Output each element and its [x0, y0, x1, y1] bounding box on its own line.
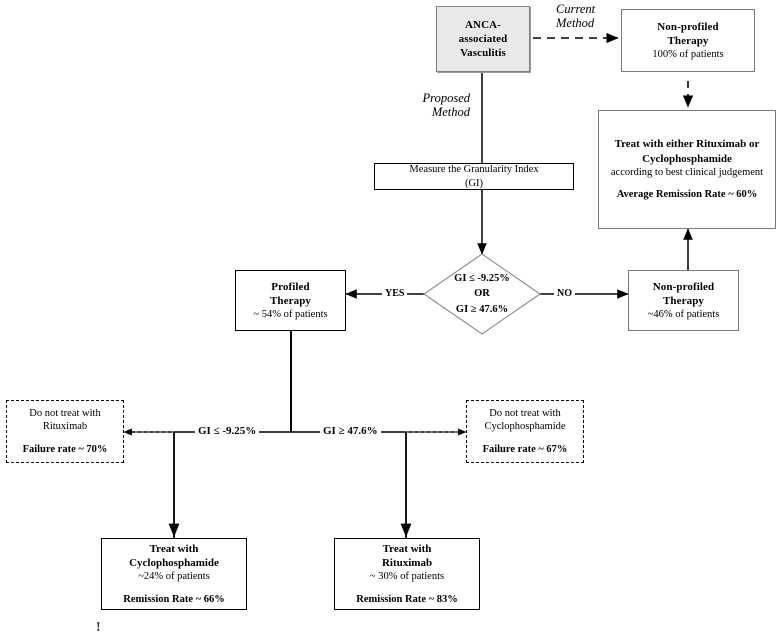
node-profiled-sub: ~ 54% of patients: [253, 308, 328, 320]
node-no-cyclo-stat: Failure rate ~ 67%: [482, 443, 568, 455]
node-do-not-treat-rituximab[interactable]: Do not treat with Rituximab Failure rate…: [6, 400, 124, 463]
node-profiled-line2: Therapy: [269, 294, 312, 307]
node-treat-cyclo-line2: Cyclophosphamide: [129, 557, 219, 570]
node-treat-ritux-line2: Rituximab: [381, 557, 433, 570]
node-treat-rituximab[interactable]: Treat with Rituximab ~ 30% of patients R…: [334, 538, 480, 610]
node-treat-cyclo-sub: ~24% of patients: [138, 571, 210, 583]
node-np-top-line1: Non-profiled: [657, 20, 719, 33]
node-measure-gi-line1: Measure the Granularity Index: [409, 164, 539, 176]
label-branch-right-gi: GI ≥ 47.6%: [320, 425, 381, 438]
node-profiled-therapy[interactable]: Profiled Therapy ~ 54% of patients: [235, 270, 346, 331]
node-treat-cyclo-line1: Treat with: [149, 542, 199, 555]
decision-line3: GI ≥ 47.6%: [455, 303, 509, 315]
node-current-treatment-line2: Cyclophosphamide: [642, 152, 732, 165]
label-proposed-method-line2: Method: [431, 104, 470, 119]
node-anca-line1: ANCA-: [465, 18, 501, 31]
node-np-mid-line2: Therapy: [662, 294, 705, 307]
label-current-method: Current Method: [556, 2, 596, 31]
node-no-cyclo-line2: Cyclophosphamide: [484, 421, 566, 433]
node-do-not-treat-cyclophosphamide[interactable]: Do not treat with Cyclophosphamide Failu…: [466, 400, 584, 463]
label-proposed-method: Proposed Method: [408, 91, 470, 120]
node-no-cyclo-line1: Do not treat with: [489, 407, 561, 419]
node-profiled-line1: Profiled: [271, 280, 310, 293]
node-np-mid-sub: ~46% of patients: [647, 308, 720, 320]
decision-line2: OR: [474, 288, 490, 300]
node-current-treatment-stat: Average Remission Rate ~ 60%: [616, 189, 758, 201]
node-np-top-line2: Therapy: [667, 34, 709, 47]
node-measure-gi[interactable]: Measure the Granularity Index (GI): [374, 163, 574, 190]
node-current-treatment-line1: Treat with either Rituximab or: [614, 138, 760, 151]
label-no: NO: [554, 288, 575, 299]
node-treat-cyclophosphamide[interactable]: Treat with Cyclophosphamide ~24% of pati…: [101, 538, 247, 610]
node-no-ritux-line1: Do not treat with: [29, 407, 101, 419]
node-treat-cyclo-stat: Remission Rate ~ 66%: [123, 593, 225, 605]
node-treat-ritux-stat: Remission Rate ~ 83%: [356, 593, 458, 605]
node-no-ritux-stat: Failure rate ~ 70%: [22, 443, 108, 455]
label-proposed-method-line1: Proposed: [422, 91, 470, 105]
label-current-method-line1: Current: [556, 2, 596, 16]
stray-exclamation-mark: !: [96, 620, 101, 635]
label-current-method-line2: Method: [556, 15, 595, 30]
node-current-treatment-line3: according to best clinical judgement: [610, 166, 764, 178]
label-yes: YES: [382, 288, 408, 299]
node-measure-gi-line2: (GI): [464, 177, 484, 189]
node-treat-ritux-sub: ~ 30% of patients: [369, 571, 445, 583]
node-no-ritux-line2: Rituximab: [42, 421, 88, 433]
node-treat-ritux-line1: Treat with: [382, 542, 432, 555]
label-branch-left-gi: GI ≤ -9.25%: [195, 425, 260, 438]
node-np-top-sub: 100% of patients: [652, 48, 724, 60]
node-np-mid-line1: Non-profiled: [652, 280, 715, 293]
node-non-profiled-therapy-top[interactable]: Non-profiled Therapy 100% of patients: [621, 9, 755, 72]
node-anca-vasculitis[interactable]: ANCA- associated Vasculitis: [436, 6, 530, 72]
node-current-treatment[interactable]: Treat with either Rituximab or Cyclophos…: [598, 110, 776, 229]
node-anca-line2: associated: [458, 32, 508, 45]
decision-diamond-text: GI ≤ -9.25% OR GI ≥ 47.6%: [424, 254, 540, 334]
decision-line1: GI ≤ -9.25%: [454, 273, 510, 285]
node-anca-line3: Vasculitis: [460, 47, 506, 60]
node-non-profiled-therapy-mid[interactable]: Non-profiled Therapy ~46% of patients: [628, 270, 739, 331]
node-decision-diamond[interactable]: GI ≤ -9.25% OR GI ≥ 47.6%: [424, 254, 540, 334]
